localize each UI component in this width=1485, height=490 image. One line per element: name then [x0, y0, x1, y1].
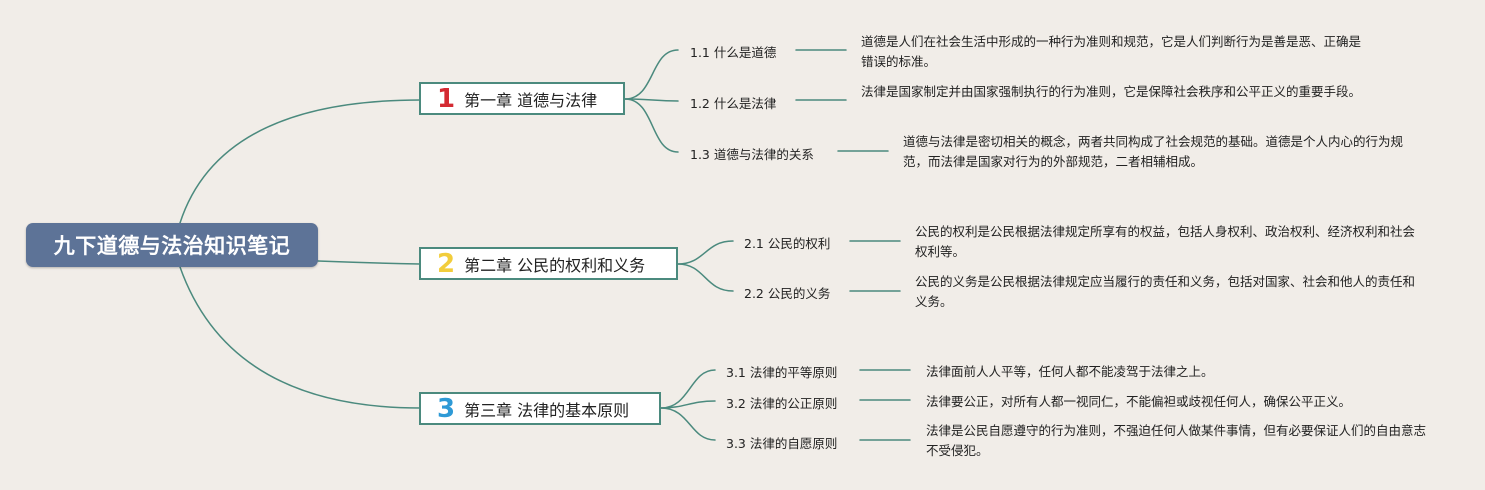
section-3-1-description: 法律面前人人平等，任何人都不能凌驾于法律之上。 — [926, 364, 1214, 379]
chapter-2-to-2-1-connector — [677, 240, 734, 265]
root-node[interactable]: 九下道德与法治知识笔记 — [26, 223, 318, 267]
section-1-1-description: 道德是人们在社会生活中形成的一种行为准则和规范，它是人们判断行为是善是恶、正确是… — [861, 34, 1362, 69]
chapter-1-number: 1 — [437, 83, 456, 114]
section-1-2-description: 法律是国家制定并由国家强制执行的行为准则，它是保障社会秩序和公平正义的重要手段。 — [861, 84, 1362, 99]
section-3-3-description: 法律是公民自愿遵守的行为准则，不强迫任何人做某件事情，但有必要保证人们的自由意志… — [926, 423, 1427, 458]
root-to-chapter-3-connector — [179, 266, 421, 409]
section-3-1-label[interactable]: 3.1 法律的平等原则 — [726, 365, 838, 380]
chapter-2-node[interactable]: 2 第二章 公民的权利和义务 — [419, 247, 678, 280]
section-2-1-label[interactable]: 2.1 公民的权利 — [744, 236, 831, 251]
section-2-1-description: 公民的权利是公民根据法律规定所享有的权益，包括人身权利、政治权利、经济权利和社会… — [915, 224, 1416, 259]
section-1-1-label[interactable]: 1.1 什么是道德 — [690, 45, 777, 60]
section-3-3-label[interactable]: 3.3 法律的自愿原则 — [726, 436, 838, 451]
chapter-2-title: 第二章 公民的权利和义务 — [464, 255, 646, 275]
section-3-2-label[interactable]: 3.2 法律的公正原则 — [726, 396, 838, 411]
root-to-chapter-1-connector — [179, 99, 421, 224]
chapter-3-to-3-3-connector — [660, 407, 716, 441]
root-title: 九下道德与法治知识笔记 — [53, 234, 291, 258]
section-2-2-description: 公民的义务是公民根据法律规定应当履行的责任和义务，包括对国家、社会和他人的责任和… — [915, 274, 1416, 309]
section-1-3-label[interactable]: 1.3 道德与法律的关系 — [690, 147, 814, 162]
chapter-2-to-2-2-connector — [677, 263, 734, 292]
chapter-3-node[interactable]: 3 第三章 法律的基本原则 — [419, 392, 661, 425]
chapter-3-title: 第三章 法律的基本原则 — [464, 400, 630, 420]
chapter-3-to-3-2-connector — [660, 400, 716, 409]
section-1-2-label[interactable]: 1.2 什么是法律 — [690, 96, 777, 111]
chapter-1-title: 第一章 道德与法律 — [464, 90, 598, 110]
chapter-3-to-3-1-connector — [660, 369, 716, 409]
section-2-2-label[interactable]: 2.2 公民的义务 — [744, 286, 831, 301]
chapter-1-to-1-3-connector — [624, 98, 679, 153]
chapter-2-number: 2 — [437, 248, 456, 279]
section-1-3-description: 道德与法律是密切相关的概念，两者共同构成了社会规范的基础。道德是个人内心的行为规… — [903, 134, 1404, 169]
chapter-1-node[interactable]: 1 第一章 道德与法律 — [419, 82, 625, 115]
chapter-3-number: 3 — [437, 393, 456, 424]
chapter-1-to-1-1-connector — [624, 49, 679, 100]
root-to-chapter-2-connector — [317, 260, 421, 265]
section-3-2-description: 法律要公正，对所有人都一视同仁，不能偏袒或歧视任何人，确保公平正义。 — [926, 394, 1352, 409]
